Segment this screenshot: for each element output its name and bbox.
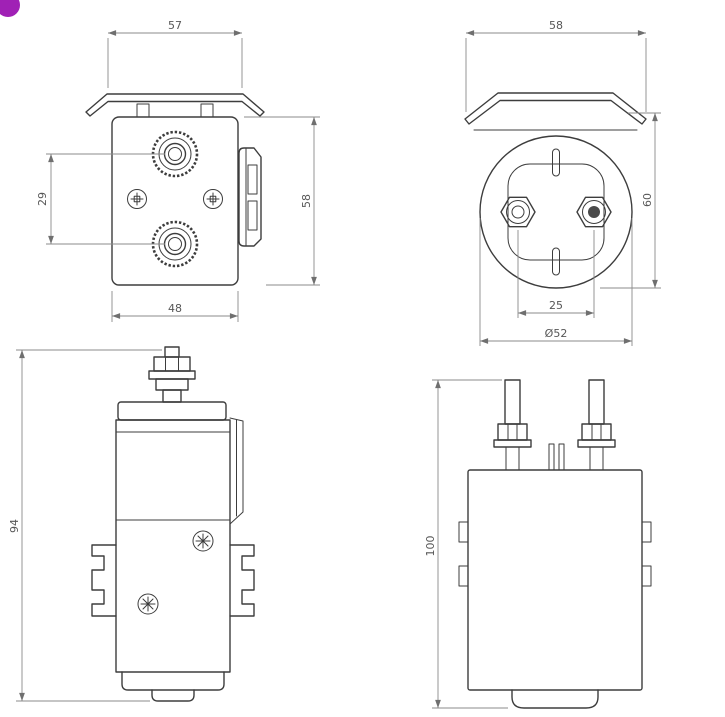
mount-flange-right xyxy=(229,544,255,617)
body-circle xyxy=(479,135,633,289)
coil-pin xyxy=(548,443,555,471)
coil-pin xyxy=(558,443,565,471)
dim-terminal-pitch-29: 29 xyxy=(36,153,165,245)
dimension-label: 57 xyxy=(168,19,182,32)
top-cap xyxy=(117,401,227,421)
dimension-label: 29 xyxy=(36,192,49,206)
mounting-bracket xyxy=(464,92,647,125)
dimension-label: 25 xyxy=(549,299,563,312)
base-boss xyxy=(151,689,195,702)
screw-right xyxy=(203,189,223,209)
terminal-stud-right xyxy=(577,379,616,471)
view-top xyxy=(85,93,265,286)
view-front xyxy=(464,92,647,289)
hex-terminal-left xyxy=(500,196,536,228)
terminal-stud-left xyxy=(493,379,532,471)
dim-body-width-48: 48 xyxy=(111,291,239,322)
inner-face xyxy=(507,163,605,261)
side-connector xyxy=(238,147,262,247)
side-tab xyxy=(641,521,652,543)
screw-upper xyxy=(192,530,214,552)
side-tab xyxy=(458,565,469,587)
housing-outline xyxy=(467,469,643,691)
screw-lower xyxy=(137,593,159,615)
slot-top xyxy=(552,148,560,177)
mounting-bracket xyxy=(85,93,265,117)
bracket-tab xyxy=(136,103,150,118)
base-boss xyxy=(511,689,599,709)
dim-bracket-width-58: 58 xyxy=(465,19,647,112)
side-tab xyxy=(458,521,469,543)
dimension-label: 58 xyxy=(300,194,313,208)
dimension-label: 60 xyxy=(641,193,654,207)
bracket-tab xyxy=(200,103,214,118)
dimension-label: 100 xyxy=(424,536,437,557)
hex-terminal-right xyxy=(576,196,612,228)
dimension-label: 48 xyxy=(168,302,182,315)
view-side-b xyxy=(458,379,652,709)
slot-bottom xyxy=(552,247,560,276)
brand-badge xyxy=(0,0,20,17)
side-connector-profile xyxy=(229,417,244,525)
screw-left xyxy=(127,189,147,209)
dim-overall-height-100: 100 xyxy=(424,379,508,709)
housing-outline xyxy=(111,116,239,286)
mount-flange-left xyxy=(91,544,117,617)
housing-outline xyxy=(115,419,231,673)
dim-body-height-58: 58 xyxy=(244,116,320,286)
dimension-label: 94 xyxy=(8,519,21,533)
view-side-a xyxy=(91,346,255,702)
base-skirt xyxy=(121,671,225,691)
dimension-label: Ø52 xyxy=(545,327,568,340)
dim-overall-height-60: 60 xyxy=(600,112,661,289)
dim-overall-height-94: 94 xyxy=(8,349,162,702)
dim-diameter-52: Ø52 xyxy=(479,218,633,346)
dimension-label: 58 xyxy=(549,19,563,32)
dim-top-width-57: 57 xyxy=(107,19,243,88)
side-tab xyxy=(641,565,652,587)
terminal-stud xyxy=(148,346,196,403)
dim-stud-pitch-25: 25 xyxy=(517,230,595,318)
